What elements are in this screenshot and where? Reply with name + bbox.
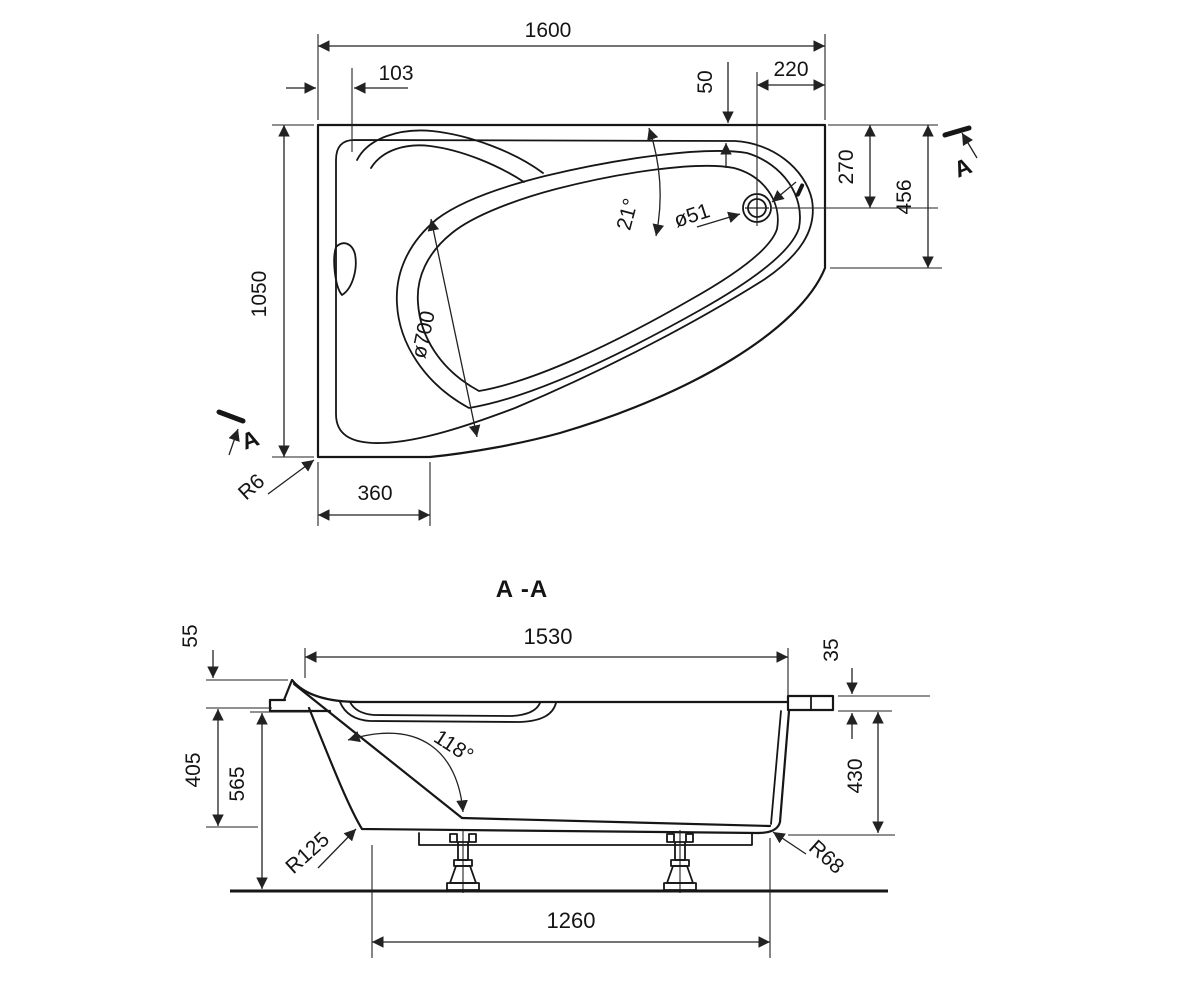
tub-inner-rim	[335, 139, 814, 444]
tub-outer-outline	[316, 123, 827, 459]
headrest-outer	[356, 129, 544, 174]
dim-565: 565	[226, 766, 249, 801]
dim-456: 456	[893, 179, 916, 214]
dim-1530: 1530	[524, 624, 573, 649]
dim-430: 430	[844, 758, 867, 793]
headrest-inner	[370, 144, 525, 183]
dim-1260: 1260	[547, 908, 596, 933]
tub-foot-right	[663, 830, 697, 893]
dim-51: ø51	[671, 199, 713, 232]
section-title: A -A	[496, 576, 548, 603]
dim-270: 270	[835, 149, 858, 184]
section-marker-top: A	[942, 125, 978, 183]
dim-55: 55	[179, 624, 202, 647]
section-marker-bottom: A	[216, 409, 263, 456]
tub-foot-left	[446, 830, 480, 893]
section-marker-top-label: A	[950, 152, 975, 182]
dim-405: 405	[182, 752, 205, 787]
dim-360: 360	[357, 482, 392, 505]
dim-r6: R6	[234, 470, 269, 505]
dim-1050: 1050	[248, 271, 271, 318]
overflow-mark	[795, 183, 805, 197]
dim-35: 35	[820, 638, 843, 661]
corner-pocket	[333, 242, 357, 296]
dim-r68: R68	[804, 836, 848, 879]
section-view: A -A	[179, 576, 930, 958]
dim-50: 50	[694, 70, 717, 93]
dim-103: 103	[378, 62, 413, 85]
tub-section-profile	[268, 678, 835, 846]
dim-21deg: 21°	[613, 196, 643, 233]
dim-118deg: 118°	[430, 725, 478, 767]
dim-1600: 1600	[525, 19, 572, 42]
dim-220: 220	[773, 58, 808, 81]
basin-inner	[416, 164, 779, 392]
dim-r125: R125	[281, 828, 334, 879]
plan-view: 1600 103 50 220 270 456 A 1050	[216, 19, 978, 526]
basin-outer	[395, 150, 801, 409]
section-marker-bottom-label: A	[238, 425, 263, 455]
